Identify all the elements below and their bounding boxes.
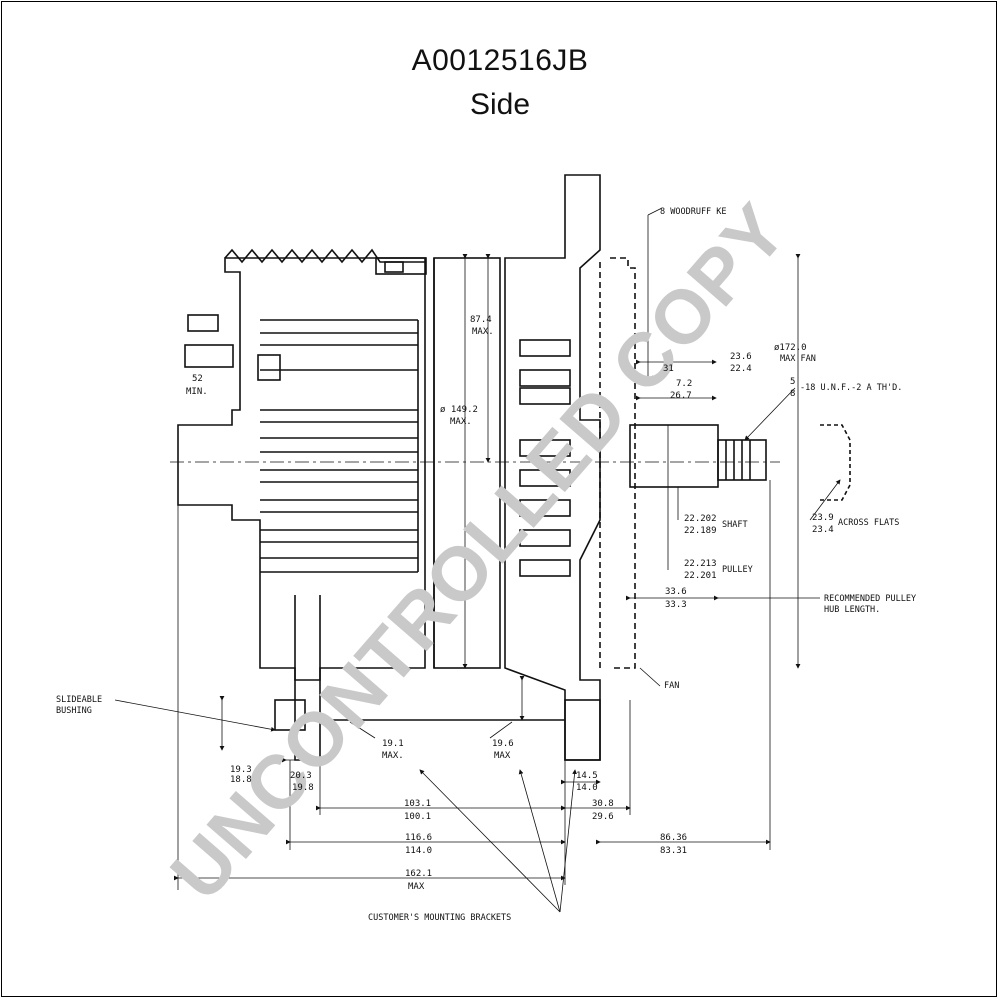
- fan-label: FAN: [664, 681, 679, 691]
- max-fan-label: MAX FAN: [780, 354, 816, 364]
- dim-19-6-max: MAX: [494, 751, 511, 761]
- thread-denominator: 8: [790, 389, 795, 399]
- pulley-dia-top: 22.213: [684, 559, 717, 569]
- watermark-text: UNCONTROLLED COPY: [155, 188, 804, 916]
- slideable-label-1: SLIDEABLE: [56, 695, 102, 705]
- dim-83-31: 83.31: [660, 846, 687, 856]
- drawing-subtitle: Side: [469, 88, 531, 121]
- fan-diameter-label: ø172.0: [774, 343, 807, 353]
- woodruff-key-label: 8 WOODRUFF KE: [660, 207, 727, 217]
- dim-19-1-max: MAX.: [382, 751, 404, 761]
- dim-23-6: 23.6: [730, 352, 752, 362]
- dim-18-8: 18.8: [230, 775, 252, 785]
- dim-14-0: 14.0: [576, 783, 598, 793]
- dim-87-4: 87.4: [470, 315, 492, 325]
- dim-26-7: 26.7: [670, 391, 692, 401]
- dim-149-2: ø 149.2: [440, 405, 478, 415]
- dim-103-1: 103.1: [404, 799, 431, 809]
- dim-52-min: MIN.: [186, 387, 208, 397]
- dim-14-5: 14.5: [576, 771, 598, 781]
- dim-114-0: 114.0: [405, 846, 432, 856]
- thread-label: -18 U.N.F.-2 A TH'D.: [800, 383, 902, 393]
- dim-162-1: 162.1: [405, 869, 432, 879]
- shaft-label: SHAFT: [722, 520, 748, 530]
- dimension-lines: [114, 207, 841, 913]
- dim-116-6: 116.6: [405, 833, 432, 843]
- dim-52: 52: [192, 374, 203, 384]
- shaft-dia-bottom: 22.189: [684, 526, 717, 536]
- dim-87-4-max: MAX.: [472, 327, 494, 337]
- thread-numerator: 5: [790, 377, 795, 387]
- across-flats-label: ACROSS FLATS: [838, 518, 899, 528]
- mounting-brackets-label: CUSTOMER'S MOUNTING BRACKETS: [368, 913, 511, 923]
- dimension-values: 87.4 MAX. ø 149.2 MAX. 23.6 22.4 31 7.2 …: [186, 315, 752, 892]
- dim-19-3: 19.3: [230, 765, 252, 775]
- dim-149-2-max: MAX.: [450, 417, 472, 427]
- drawing-title: A0012516JB: [411, 44, 589, 77]
- dim-19-8: 19.8: [292, 783, 314, 793]
- dim-100-1: 100.1: [404, 812, 431, 822]
- recommended-hub-label-2: HUB LENGTH.: [824, 605, 880, 615]
- slideable-label-2: BUSHING: [56, 706, 92, 716]
- across-flats-top: 23.9: [812, 513, 834, 523]
- dim-22-4: 22.4: [730, 364, 752, 374]
- dim-19-6: 19.6: [492, 739, 514, 749]
- dim-29-6: 29.6: [592, 812, 614, 822]
- dim-31: 31: [663, 364, 674, 374]
- across-flats-bottom: 23.4: [812, 525, 834, 535]
- dim-20-3: 20.3: [290, 771, 312, 781]
- pulley-dia-bottom: 22.201: [684, 571, 717, 581]
- dim-30-8: 30.8: [592, 799, 614, 809]
- recommended-hub-label-1: RECOMMENDED PULLEY: [824, 594, 916, 604]
- dim-86-36: 86.36: [660, 833, 687, 843]
- dim-7-2: 7.2: [676, 379, 692, 389]
- dim-33-3: 33.3: [665, 600, 687, 610]
- callout-labels: 8 WOODRUFF KE ø172.0 MAX FAN 5 8 -18 U.N…: [56, 207, 916, 923]
- dim-19-1: 19.1: [382, 739, 404, 749]
- shaft-dia-top: 22.202: [684, 514, 717, 524]
- dim-33-6: 33.6: [665, 587, 687, 597]
- pulley-label: PULLEY: [722, 565, 753, 575]
- dim-162-1-max: MAX: [408, 882, 425, 892]
